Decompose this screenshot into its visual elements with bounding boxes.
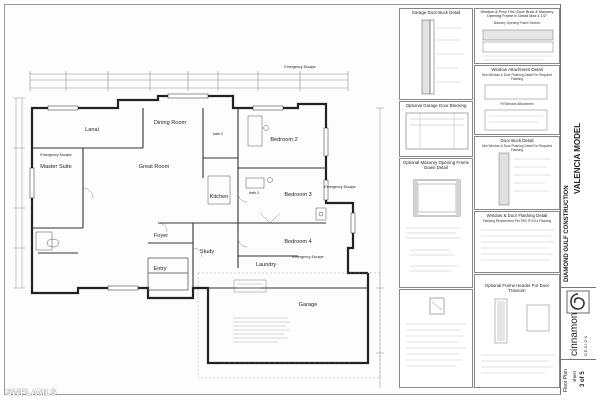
panel-subtitle: Fill Window Attachment [500,102,534,106]
panel-title: Window & Prep Thru Door Buck & Masonry O… [480,10,554,19]
panel-masonry-frame-down: Optional Masonry Opening Frame Down Deta… [399,158,473,288]
room-bedroom-3: Bedroom 3 [284,192,311,198]
watermark: SWFLAMLS [6,387,57,397]
panel-subtitle: See Window & Door Flashing Detail For Re… [481,144,553,152]
panel-title: Garage Door Buck Detail [411,10,461,15]
exterior-walls [30,94,370,365]
room-master-suite: Master Suite [40,164,71,170]
entry-porch [147,257,189,291]
lower-notes-drawing [406,297,466,367]
attachment-drawing [484,84,548,131]
panel-title: Optional Masonry Opening Frame Down Deta… [402,160,470,170]
title-divider [561,359,596,360]
room-bedroom-4: Bedroom 4 [284,239,311,245]
windows [29,93,356,291]
firm-sub: DESIGN [583,334,588,356]
room-foyer: Foyer [154,233,168,239]
room-entry: Entry [153,266,166,272]
panel-window-prep: Window & Prep Thru Door Buck & Masonry O… [474,8,560,64]
panel-garage-blocking: Optional Garage Door Blocking [399,101,473,157]
panel-frame-header: Optional Frame Header For Door Transom [474,274,560,388]
flashing-drawing [481,229,555,261]
panel-window-attachment: Window Attachment Detail See Window & Do… [474,65,560,135]
room-lanai: Lanai [85,127,99,133]
panel-garage-door-buck: Garage Door Buck Detail [399,8,473,100]
garage-notes [233,279,290,343]
frame-down-drawing [406,179,462,272]
panel-title: Optional Frame Header For Door Transom [484,283,550,293]
panel-title: Window & Door Flashing Detail [486,213,548,218]
callout-escape-bed3: Emergency Escape [324,185,355,189]
room-great-room: Great Room [139,164,170,170]
garage-buck-drawing [421,19,464,95]
panel-door-buck: Door Buck Detail See Window & Door Flash… [474,136,560,210]
panel-subtitle: Flashing Requirement Per FBC R703.4 Flas… [482,219,552,223]
dimension-lines-right [376,107,384,388]
room-bedroom-2: Bedroom 2 [270,137,297,143]
room-dining: Dining Room [154,120,187,126]
firm-logo [566,290,590,314]
title-model: VALENCIA MODEL [573,122,582,194]
sheet-name: Floor Plan [563,369,569,392]
room-kitchen: Kitchen [210,194,229,200]
room-garage: Garage [299,302,318,308]
room-laundry: Laundry [256,262,276,268]
dimension-lines-left [13,97,25,289]
title-builder: DIAMOND GULF CONSTRUCTION [564,185,570,282]
callout-escape-top: Emergency Escape [284,65,315,69]
room-bath-2: bath 2 [213,132,223,136]
panel-title: Optional Garage Door Blocking [405,103,467,108]
window-prep-drawing [482,29,554,61]
firm-name: cinnamon [569,312,580,356]
callout-escape-lanai: Emergency Escape [40,153,71,157]
door-swings [82,187,281,258]
floor-plan: Lanai Dining Room bath 2 Bedroom 2 Maste… [13,65,384,388]
panel-title: Window Attachment Detail [491,67,543,72]
dimension-lines-top [29,71,349,91]
room-bath-3: bath 3 [249,191,259,195]
callout-escape-bed4: Emergency Escape [292,255,323,259]
panel-title: Door Buck Detail [500,138,534,143]
panel-subtitle: Masonry Opening Frame Section [493,21,541,25]
room-study: Study [200,249,215,255]
door-buck-drawing [498,152,551,206]
frame-header-drawing [481,298,555,374]
sheet-label: sheet [572,370,577,382]
title-block: VALENCIA MODEL DIAMOND GULF CONSTRUCTION… [560,4,596,395]
blocking-drawing [405,112,469,150]
panel-notes-lower [399,289,473,388]
panel-flashing: Window & Door Flashing Detail Flashing R… [474,211,560,273]
panel-subtitle: See Window & Door Flashing Detail For Re… [481,73,553,81]
title-divider-2 [561,287,596,288]
sheet-number: 3 of 5 [580,371,586,387]
interior-walls [32,108,368,289]
fixtures [35,115,327,251]
slab-outline [197,272,381,379]
